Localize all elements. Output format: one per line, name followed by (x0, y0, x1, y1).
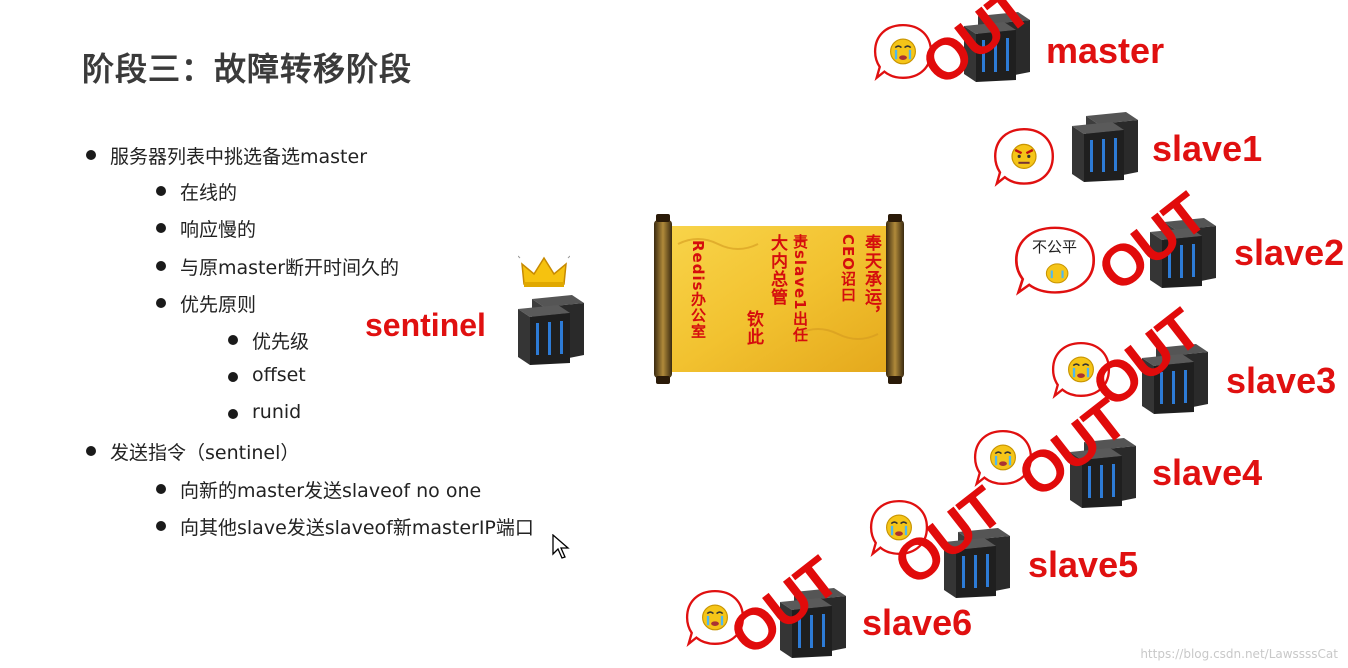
bullet-slaveof-no-one: 向新的master发送slaveof no one (155, 476, 481, 503)
angry-face-bubble-icon (992, 126, 1056, 190)
edict-line-1: 奉天承运， (861, 234, 881, 324)
scroll-graphic (654, 214, 904, 384)
speech-bubble-icon (1014, 226, 1096, 296)
slide-title: 阶段三：故障转移阶段 (82, 50, 413, 88)
slave5-label: slave5 (1028, 544, 1139, 585)
mouse-cursor-icon (552, 534, 570, 559)
watermark: https://blog.csdn.net/LawssssCat (1140, 647, 1338, 661)
bullet-online: 在线的 (155, 178, 237, 205)
slave2-speech-text: 不公平 (1032, 238, 1078, 256)
bullet-priority: 优先级 (227, 327, 309, 354)
slave1-server-icon (1068, 110, 1140, 182)
bullet-slaveof-new-master: 向其他slave发送slaveof新masterIP端口 (156, 513, 534, 540)
sentinel-server-icon (514, 293, 586, 365)
slave4-label: slave4 (1152, 452, 1263, 493)
bullet-runid: runid (227, 401, 302, 423)
slave6-label: slave6 (862, 602, 973, 643)
slave2-label: slave2 (1234, 232, 1345, 273)
edict-line-6: Redis办公室 (689, 240, 707, 340)
slave1-label: slave1 (1152, 128, 1263, 169)
bullet-priority-principle: 优先原则 (155, 290, 256, 317)
bullet-offset: offset (228, 364, 306, 386)
master-label: master (1046, 30, 1165, 71)
sentinel-label: sentinel (365, 307, 486, 343)
crown-icon (518, 254, 570, 287)
edict-line-5: 钦此 (743, 310, 763, 346)
bullet-disconnected-long: 与原master断开时间久的 (155, 253, 399, 280)
edict-scroll: 奉天承运， CEO诏曰 责slave1出任 大内总管 钦此 Redis办公室 (648, 214, 910, 388)
edict-line-4: 大内总管 (767, 234, 787, 306)
bullet-slow-response: 响应慢的 (155, 215, 256, 242)
edict-line-3: 责slave1出任 (791, 234, 809, 343)
edict-line-2: CEO诏曰 (839, 234, 857, 304)
bullet-candidate-master: 服务器列表中挑选备选master (85, 142, 367, 169)
slave3-label: slave3 (1226, 360, 1337, 401)
bullet-send-command: 发送指令（sentinel） (85, 438, 299, 465)
